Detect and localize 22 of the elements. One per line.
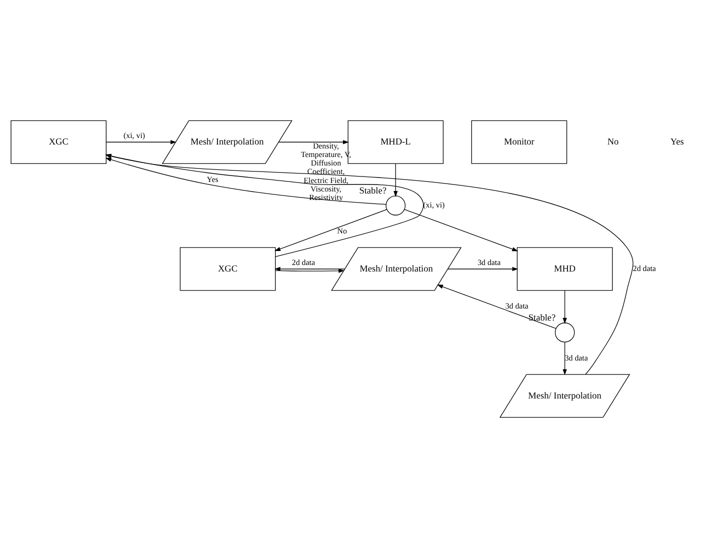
arrow: [274, 209, 388, 252]
arrow: [562, 290, 567, 324]
arrow: [448, 266, 518, 272]
node-circle: [386, 196, 406, 216]
arrow: [275, 268, 344, 273]
arrow: [404, 209, 518, 252]
node-box: MHD: [516, 247, 613, 291]
arrow: [105, 158, 386, 205]
arrow: [437, 284, 556, 329]
arrow: [562, 342, 567, 376]
node-box: XGC: [10, 120, 106, 164]
node-label: Stable?: [528, 313, 556, 324]
arrow: [278, 140, 349, 144]
node-circle: [554, 322, 575, 342]
node-box: Monitor: [471, 120, 568, 164]
node-label: Stable?: [359, 186, 386, 196]
label: Yes: [670, 138, 684, 148]
arrow: [106, 140, 176, 144]
node-box: XGC: [180, 247, 276, 291]
arrow: [274, 266, 345, 272]
label: No: [607, 138, 619, 148]
arrow: [394, 163, 398, 197]
